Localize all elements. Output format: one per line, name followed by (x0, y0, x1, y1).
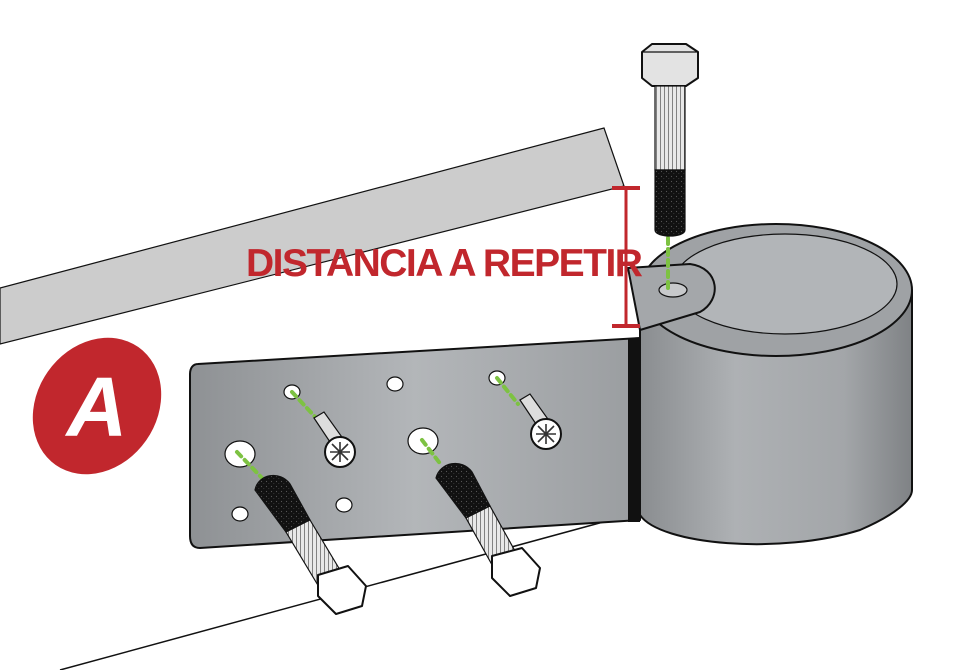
step-badge: A (32, 337, 162, 475)
tab-hole (658, 282, 688, 298)
pipe-collar (639, 223, 913, 546)
step-letter: A (65, 360, 128, 454)
hole (231, 506, 249, 522)
upper-beam (0, 127, 625, 345)
collar-tab (627, 263, 716, 331)
hole (335, 497, 353, 513)
top-bolt (641, 43, 699, 237)
wood-screw (519, 393, 562, 450)
alignment-guides (235, 236, 670, 480)
dimension-bracket (612, 186, 640, 328)
hole (386, 376, 404, 392)
plate-bolt (254, 474, 367, 615)
wood-screw (313, 411, 356, 468)
dimension-label: DISTANCIA A REPETIR (246, 242, 643, 285)
step-badge-circle (32, 337, 162, 475)
plate-bolt (435, 462, 541, 597)
